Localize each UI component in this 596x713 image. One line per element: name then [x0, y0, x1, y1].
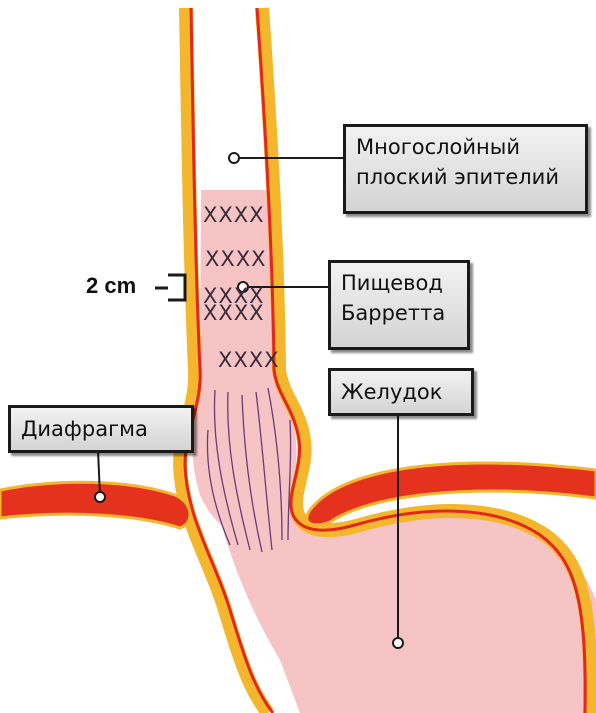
cross-row-4: XXXX — [203, 301, 265, 325]
cross-row-2: XXXX — [205, 247, 267, 271]
squamous-label-line1: Многослойный — [356, 132, 575, 162]
squamous-dot — [229, 153, 239, 163]
squamous-epithelium-label: Многослойный плоский эпителий — [343, 124, 588, 214]
barrett-label-line1: Пищевод — [341, 268, 457, 298]
diaphragm-dot — [95, 492, 105, 502]
cross-row-1: XXXX — [203, 203, 265, 227]
scale-bracket — [155, 275, 185, 300]
squamous-label-line2: плоский эпителий — [356, 162, 575, 192]
stomach-label: Желудок — [328, 368, 474, 416]
cross-row-5: XXXX — [218, 348, 280, 372]
scale-label: 2 cm — [86, 273, 136, 299]
stomach-dot — [393, 638, 403, 648]
diaphragm-label-text: Диафрагма — [21, 414, 181, 444]
diaphragm-left — [0, 482, 190, 528]
barrett-esophagus-label: Пищевод Барретта — [328, 260, 470, 350]
stomach-label-text: Желудок — [341, 377, 461, 407]
barrett-label-line2: Барретта — [341, 298, 457, 328]
diaphragm-label: Диафрагма — [8, 405, 194, 453]
